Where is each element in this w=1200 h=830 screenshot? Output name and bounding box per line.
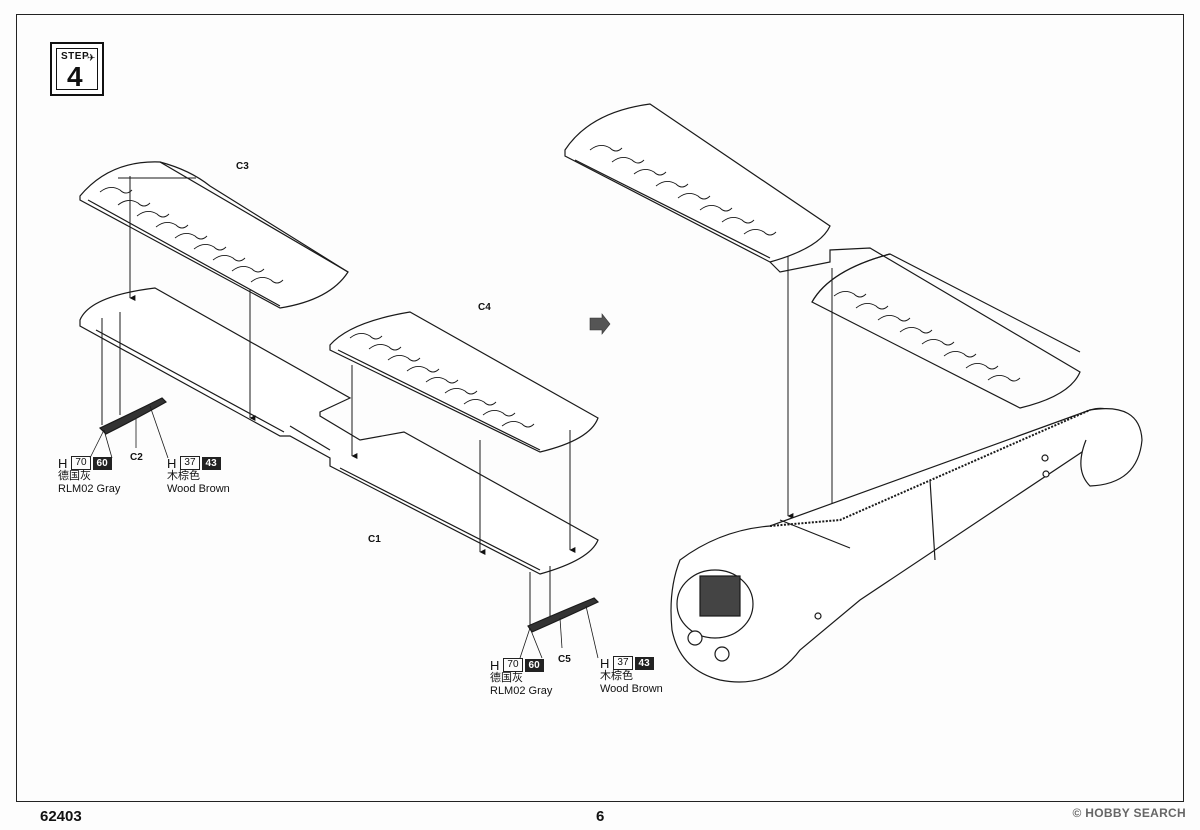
paint-code-a: 37: [180, 456, 200, 470]
label-c2: C2: [130, 452, 143, 463]
kit-number: 62403: [40, 808, 82, 825]
paint-callout-gray-lower: H 70 60 德国灰 RLM02 Gray: [490, 658, 552, 698]
page-number: 6: [596, 808, 605, 825]
part-c3: [79, 161, 349, 309]
paint-code-a: 70: [71, 456, 91, 470]
label-c1: C1: [368, 534, 381, 545]
paint-code-b: 43: [201, 456, 221, 470]
page-frame: [16, 14, 1184, 802]
paint-prefix: H: [490, 657, 500, 673]
part-c5: [527, 597, 600, 633]
step-badge-inner: STEP ✈ 4: [56, 48, 98, 92]
callout-lines: [89, 405, 599, 659]
paint-name-en: Wood Brown: [167, 483, 230, 495]
paint-callout-gray-left: H 70 60 德国灰 RLM02 Gray: [58, 456, 120, 496]
paint-code-a: 70: [503, 658, 523, 672]
arrow-right-icon: [589, 313, 611, 335]
part-c2: [98, 397, 167, 435]
paint-name-cn: 木棕色: [600, 670, 633, 682]
paint-name-cn: 木棕色: [167, 470, 200, 482]
paint-prefix: H: [600, 655, 610, 671]
step-number: 4: [67, 61, 83, 92]
paint-callout-brown-lower: H 37 43 木棕色 Wood Brown: [600, 656, 663, 696]
paint-code-b: 43: [634, 656, 654, 670]
label-c3: C3: [236, 161, 249, 172]
paint-callout-brown-left: H 37 43 木棕色 Wood Brown: [167, 456, 230, 496]
assembled-fuselage: [670, 407, 1143, 683]
paint-name-cn: 德国灰: [58, 470, 91, 482]
watermark: © HOBBY SEARCH: [1072, 806, 1186, 820]
airplane-icon: ✈: [87, 53, 96, 64]
assembly-arrows: [101, 176, 838, 625]
paint-code-a: 37: [613, 656, 633, 670]
paint-name-cn: 德国灰: [490, 672, 523, 684]
label-c4: C4: [478, 302, 491, 313]
paint-code-b: 60: [524, 658, 544, 672]
paint-name-en: RLM02 Gray: [490, 685, 553, 697]
assembled-upper-wing: [564, 103, 1081, 409]
paint-prefix: H: [58, 455, 68, 471]
paint-code-b: 60: [92, 456, 112, 470]
step-word: STEP: [61, 51, 90, 62]
part-c4: [329, 311, 599, 453]
paint-prefix: H: [167, 455, 177, 471]
step-badge: STEP ✈ 4: [50, 42, 104, 96]
label-c5: C5: [558, 654, 571, 665]
paint-name-en: RLM02 Gray: [58, 483, 121, 495]
part-c1: [79, 287, 599, 575]
paint-name-en: Wood Brown: [600, 683, 663, 695]
